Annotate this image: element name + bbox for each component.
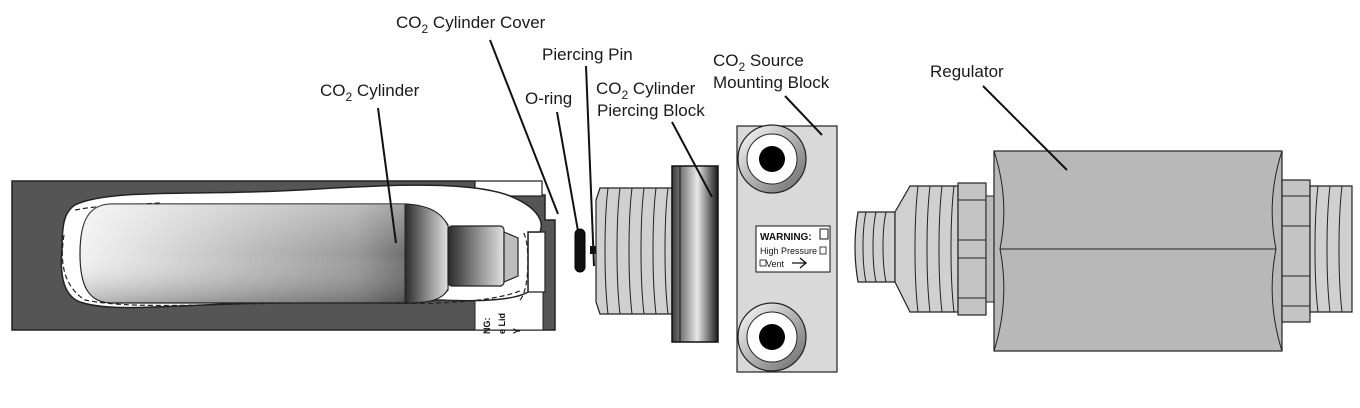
- label-piercing-block-line2: Piercing Block: [597, 101, 705, 120]
- piercing-block: [595, 165, 719, 343]
- label-source-block-line2: Mounting Block: [713, 73, 830, 92]
- leader-piercing-pin: [585, 65, 595, 267]
- label-piercing-pin: Piercing Pin: [542, 45, 633, 64]
- regulator-outlet-fitting: [1281, 179, 1353, 323]
- warning-title: WARNING:: [760, 232, 812, 243]
- side-text-1: NG:: [482, 318, 492, 335]
- warning-line1: High Pressure: [760, 246, 817, 256]
- leader-piercing-block: [671, 121, 713, 198]
- leader-cylinder-cover: [489, 39, 559, 215]
- side-text-3: Y: [512, 328, 522, 334]
- label-o-ring: O-ring: [525, 89, 572, 108]
- leader-cylinder: [377, 107, 397, 244]
- regulator-inlet-fitting: [854, 182, 995, 316]
- label-cylinder: CO2 Cylinder: [320, 81, 420, 104]
- warning-line2: Vent: [766, 259, 785, 269]
- label-regulator: Regulator: [930, 62, 1004, 81]
- co2-cylinder: [79, 203, 519, 304]
- label-cylinder-cover: CO2 Cylinder Cover: [396, 13, 546, 36]
- warning-label: WARNING: High Pressure Vent: [755, 225, 831, 273]
- leader-o-ring: [556, 111, 579, 232]
- leader-source-block: [784, 95, 823, 136]
- regulator-body: [993, 150, 1283, 352]
- label-source-block-line1: CO2 Source: [713, 51, 804, 74]
- side-text-2: e Lid: [497, 313, 507, 334]
- arrow-icon: [792, 257, 808, 269]
- label-piercing-block-line1: CO2 Cylinder: [596, 79, 696, 102]
- leader-regulator: [982, 85, 1068, 171]
- o-ring: [574, 228, 586, 273]
